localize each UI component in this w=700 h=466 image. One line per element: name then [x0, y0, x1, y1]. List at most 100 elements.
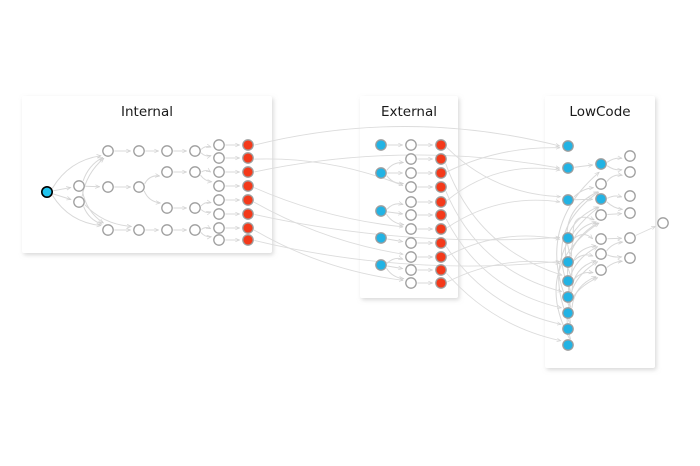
- graph-node-red[interactable]: [242, 152, 254, 164]
- graph-node-white[interactable]: [213, 152, 225, 164]
- graph-node-blue[interactable]: [375, 139, 387, 151]
- edge: [606, 261, 622, 268]
- graph-node-red[interactable]: [435, 196, 447, 208]
- graph-node-blue[interactable]: [562, 275, 574, 287]
- graph-node-red[interactable]: [435, 277, 447, 289]
- graph-node-white[interactable]: [133, 145, 145, 157]
- graph-node-white[interactable]: [624, 166, 636, 178]
- graph-node-white[interactable]: [657, 217, 669, 229]
- graph-node-white[interactable]: [161, 202, 173, 214]
- graph-node-blue[interactable]: [375, 167, 387, 179]
- graph-node-blue[interactable]: [375, 205, 387, 217]
- graph-node-red[interactable]: [435, 251, 447, 263]
- graph-node-white[interactable]: [102, 224, 114, 236]
- graph-node-white[interactable]: [213, 139, 225, 151]
- edge: [606, 201, 623, 210]
- graph-node-blue[interactable]: [595, 158, 607, 170]
- graph-node-white[interactable]: [161, 145, 173, 157]
- graph-node-red[interactable]: [435, 139, 447, 151]
- graph-node-white[interactable]: [189, 224, 201, 236]
- graph-node-blue[interactable]: [562, 162, 574, 174]
- graph-node-white[interactable]: [405, 277, 417, 289]
- graph-node-white[interactable]: [213, 234, 225, 246]
- edge: [254, 126, 559, 145]
- graph-node-white[interactable]: [213, 194, 225, 206]
- graph-node-white[interactable]: [624, 252, 636, 264]
- graph-node-white[interactable]: [189, 145, 201, 157]
- graph-node-white[interactable]: [624, 150, 636, 162]
- graph-node-red[interactable]: [242, 194, 254, 206]
- graph-node-white[interactable]: [405, 264, 417, 276]
- graph-node-blue[interactable]: [562, 323, 574, 335]
- graph-node-red[interactable]: [242, 208, 254, 220]
- graph-node-red[interactable]: [435, 209, 447, 221]
- graph-node-red[interactable]: [435, 167, 447, 179]
- graph-node-red[interactable]: [242, 139, 254, 151]
- graph-node-red[interactable]: [242, 222, 254, 234]
- graph-node-white[interactable]: [595, 233, 607, 245]
- graph-node-red[interactable]: [242, 180, 254, 192]
- graph-node-white[interactable]: [405, 139, 417, 151]
- graph-node-white[interactable]: [405, 181, 417, 193]
- graph-node-red[interactable]: [242, 166, 254, 178]
- edge: [254, 187, 403, 227]
- edge: [254, 214, 559, 241]
- graph-node-red[interactable]: [435, 264, 447, 276]
- graph-node-white[interactable]: [189, 166, 201, 178]
- graph-node-blue[interactable]: [595, 193, 607, 205]
- graph-node-white[interactable]: [73, 180, 85, 192]
- edge: [573, 188, 594, 198]
- graph-node-blue[interactable]: [562, 194, 574, 206]
- graph-node-white[interactable]: [624, 232, 636, 244]
- graph-node-red[interactable]: [435, 237, 447, 249]
- graph-node-blue[interactable]: [562, 232, 574, 244]
- graph-node-white[interactable]: [405, 209, 417, 221]
- graph-node-white[interactable]: [189, 202, 201, 214]
- graph-node-white[interactable]: [624, 207, 636, 219]
- graph-node-root[interactable]: [40, 186, 53, 199]
- graph-node-white[interactable]: [624, 190, 636, 202]
- graph-node-white[interactable]: [595, 209, 607, 221]
- graph-node-white[interactable]: [213, 180, 225, 192]
- graph-node-blue[interactable]: [562, 256, 574, 268]
- edge: [571, 222, 596, 257]
- edge: [254, 240, 559, 267]
- graph-node-white[interactable]: [213, 222, 225, 234]
- edge: [445, 163, 562, 275]
- graph-node-white[interactable]: [73, 196, 85, 208]
- graph-node-white[interactable]: [102, 181, 114, 193]
- graph-node-white[interactable]: [133, 224, 145, 236]
- graph-node-red[interactable]: [435, 153, 447, 165]
- graph-node-red[interactable]: [435, 181, 447, 193]
- graph-node-white[interactable]: [405, 223, 417, 235]
- graph-node-white[interactable]: [102, 145, 114, 157]
- graph-node-white[interactable]: [213, 166, 225, 178]
- graph-node-white[interactable]: [595, 178, 607, 190]
- graph-node-blue[interactable]: [562, 339, 574, 351]
- graph-node-blue[interactable]: [562, 291, 574, 303]
- graph-node-white[interactable]: [213, 208, 225, 220]
- graph-node-white[interactable]: [161, 166, 173, 178]
- graph-node-red[interactable]: [242, 234, 254, 246]
- graph-node-white[interactable]: [595, 248, 607, 260]
- graph-node-white[interactable]: [161, 224, 173, 236]
- edge: [387, 212, 402, 214]
- graph-node-white[interactable]: [405, 196, 417, 208]
- edge: [200, 209, 211, 213]
- edge: [254, 158, 402, 186]
- graph-node-white[interactable]: [133, 181, 145, 193]
- graph-node-blue[interactable]: [562, 307, 574, 319]
- graph-node-blue[interactable]: [375, 232, 387, 244]
- edge: [83, 206, 102, 224]
- graph-node-white[interactable]: [405, 167, 417, 179]
- graph-node-white[interactable]: [405, 153, 417, 165]
- graph-node-white[interactable]: [405, 251, 417, 263]
- graph-node-red[interactable]: [435, 223, 447, 235]
- graph-node-white[interactable]: [595, 264, 607, 276]
- graph-node-blue[interactable]: [562, 140, 574, 152]
- edge: [607, 196, 621, 199]
- graph-node-white[interactable]: [405, 237, 417, 249]
- panels-layer: [22, 96, 655, 368]
- graph-node-blue[interactable]: [375, 259, 387, 271]
